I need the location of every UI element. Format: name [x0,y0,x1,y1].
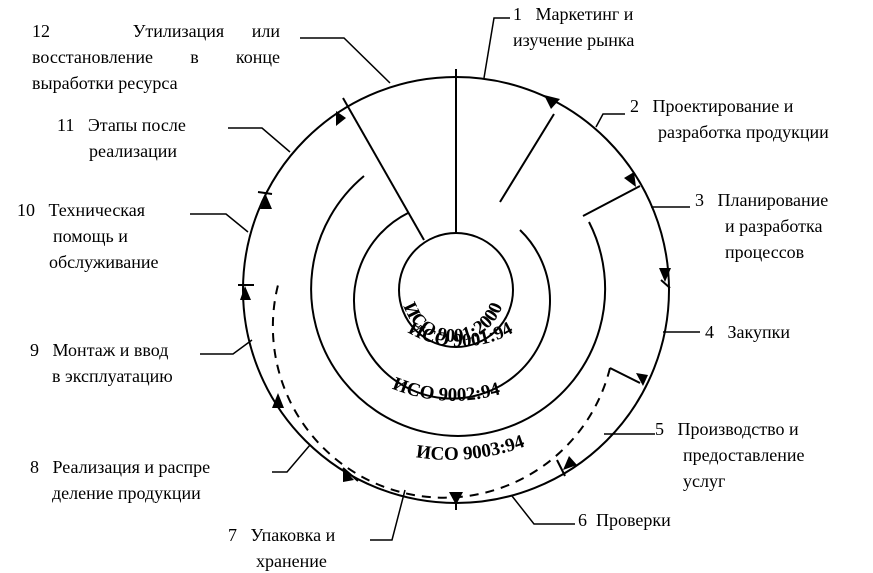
stage-text-line: и разработка [725,216,823,236]
arrow-3 [659,268,671,282]
stage-label-11: 11 Этапы после реализации [57,112,186,164]
stage-label-4: 4 Закупки [705,319,791,345]
stage-text-line: Закупки [727,322,791,342]
stage-text-line: Планирование [717,190,829,210]
arrow-2 [624,172,636,187]
arrow-8 [272,393,284,408]
stage-number: 3 [695,190,704,210]
stage-number: 9 [30,340,39,360]
stage-number: 11 [57,115,75,135]
stage-number: 6 [578,510,587,530]
arrow-11 [336,111,346,126]
stage-text-line: процессов [725,242,805,262]
iso9001-94-boundary [342,97,425,241]
stage-label-9: 9 Монтаж и ввод в эксплуатацию [30,337,173,389]
tick-stage-5 [556,459,566,477]
leader-stage-12 [300,37,391,84]
stage-label-10: 10 Техническая помощь и обслуживание [17,197,159,275]
leader-stage-11 [228,127,291,153]
stage-text-line: Проверки [596,510,671,530]
stage-number: 5 [655,419,664,439]
leader-stage-6 [511,495,575,525]
standard-label-iso9001-94: ИСО 9001:94 [405,318,517,352]
leader-stage-9 [200,339,253,355]
stage-number: 10 [17,200,35,220]
stage-label-1: 1 Маркетинг и изучение рынка [513,1,635,53]
arrow-6 [449,492,463,505]
stage-text-line: помощь и [53,226,128,246]
leader-stage-7 [370,489,406,541]
arrow-5 [563,456,577,470]
arrow-4 [636,373,648,386]
stage-text-line: обслуживание [49,252,159,272]
stage-text-line: услуг [683,471,726,491]
stage-number: 8 [30,457,39,477]
stage-text-line: восстановление в конце [32,47,280,67]
stage-label-2: 2 Проектирование и разработка продукции [630,93,829,145]
stage-label-7: 7 Упаковка и хранение [228,522,336,573]
stage-text-line: предоставление [683,445,805,465]
stage-label-6: 6 Проверки [578,507,671,533]
stage-text-line: Утилизация или [132,21,280,41]
leader-stage-2 [595,113,625,128]
stage-text-line: Этапы после [87,115,186,135]
stage-text-line: разработка продукции [658,122,829,142]
arrow-9 [240,286,251,300]
stage-label-12: 12 Утилизация или восстановление в конце… [32,18,280,96]
iso9002-arc [310,175,607,437]
stage-text-line: Техническая [48,200,146,220]
iso9001-94-arc [353,212,551,400]
iso9002-boundary [499,113,641,217]
stage-text-line: хранение [256,551,327,571]
stage-label-5: 5 Производство и предоставление услуг [655,416,805,494]
standard-label-iso9002-94: ИСО 9002:94 [390,374,503,406]
arrow-7 [343,468,354,482]
stage-label-3: 3 Планирование и разработка процессов [695,187,829,265]
tick-stage-10 [257,191,273,195]
stage-text-line: Упаковка и [250,525,336,545]
leader-lines [190,17,700,541]
stage-number: 4 [705,322,714,342]
leader-stage-8 [272,444,311,473]
iso9003-tick-right [609,367,641,384]
leader-stage-1 [483,17,510,79]
stage-text-line: Маркетинг и [535,4,634,24]
stage-text-line: Производство и [677,419,799,439]
stage-text-line: Реализация и распре [52,457,211,477]
tick-stage-7 [342,467,359,482]
stage-number: 7 [228,525,237,545]
stage-text-line: выработки ресурса [32,73,178,93]
stage-number: 1 [513,4,522,24]
stage-label-8: 8 Реализация и распре деление продукции [30,454,211,506]
stage-number: 2 [630,96,639,116]
loop-direction-arrows [240,95,671,505]
stage-text-line: деление продукции [52,483,201,503]
arrow-10 [260,195,272,209]
stage-text-line: Монтаж и ввод [52,340,169,360]
tick-stage-3 [660,279,671,289]
arrow-1 [544,95,560,109]
leader-stage-10 [190,213,249,233]
stage-text-line: реализации [89,141,177,161]
stage-text-line: Проектирование и [652,96,794,116]
stage-text-line: изучение рынка [513,30,635,50]
stage-number: 12 [32,21,50,41]
stage-text-line: в эксплуатацию [52,366,173,386]
iso9003-boundary [271,284,611,499]
